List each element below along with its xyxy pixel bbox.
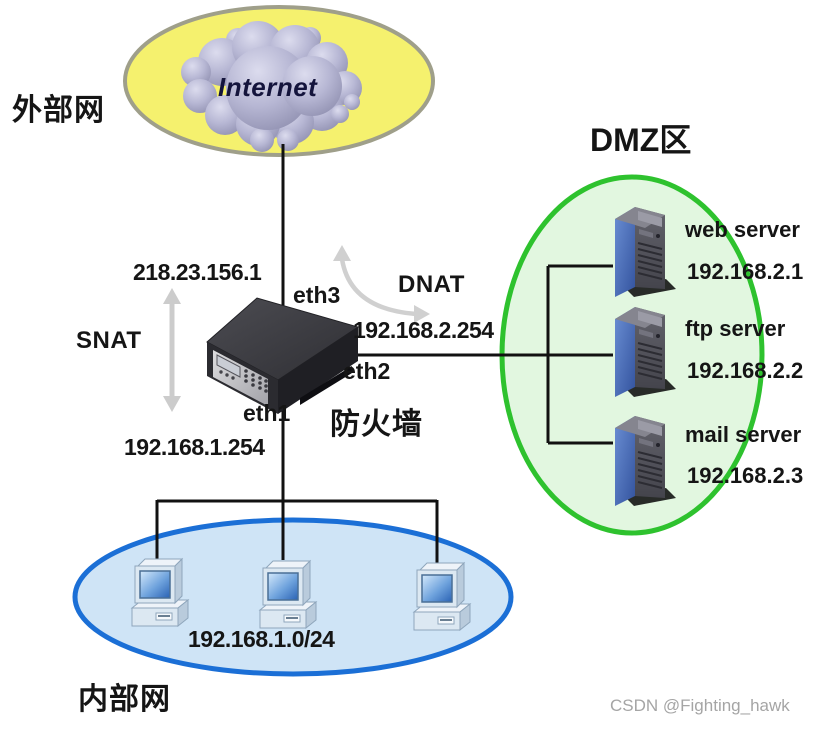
ftp-server-ip: 192.168.2.2 [687,358,804,383]
internal-zone-label: 内部网 [78,683,171,716]
firewall-label: 防火墙 [330,408,423,441]
dnat-label: DNAT [398,271,465,298]
eth3-label: eth3 [293,282,341,308]
firewall-lan-ip-label: 192.168.1.254 [124,434,265,460]
mail-server-ip: 192.168.2.3 [687,463,804,488]
external-zone-label: 外部网 [12,94,105,127]
workstation-icon-left [131,558,189,627]
firewall-public-ip-label: 218.23.156.1 [133,259,262,285]
eth2-label: eth2 [343,358,391,384]
dmz-zone-label: DMZ区 [590,122,692,158]
web-server-ip: 192.168.2.1 [687,259,804,284]
snat-label: SNAT [76,327,142,354]
mail-server-name: mail server [685,422,802,447]
workstation-icon-center [259,560,317,629]
eth1-label: eth1 [243,400,291,426]
firewall-device [206,297,360,414]
workstation-icon-right [413,562,471,631]
ftp-server-name: ftp server [685,316,786,341]
dnat-arrow [333,245,430,323]
snat-arrow [163,288,181,412]
firewall-dmz-ip-label: 192.168.2.254 [353,317,494,343]
web-server-name: web server [685,217,800,242]
internet-label: Internet [218,72,318,102]
internet-cloud [181,21,362,152]
internal-subnet-label: 192.168.1.0/24 [188,626,335,652]
watermark: CSDN @Fighting_hawk [610,696,790,715]
